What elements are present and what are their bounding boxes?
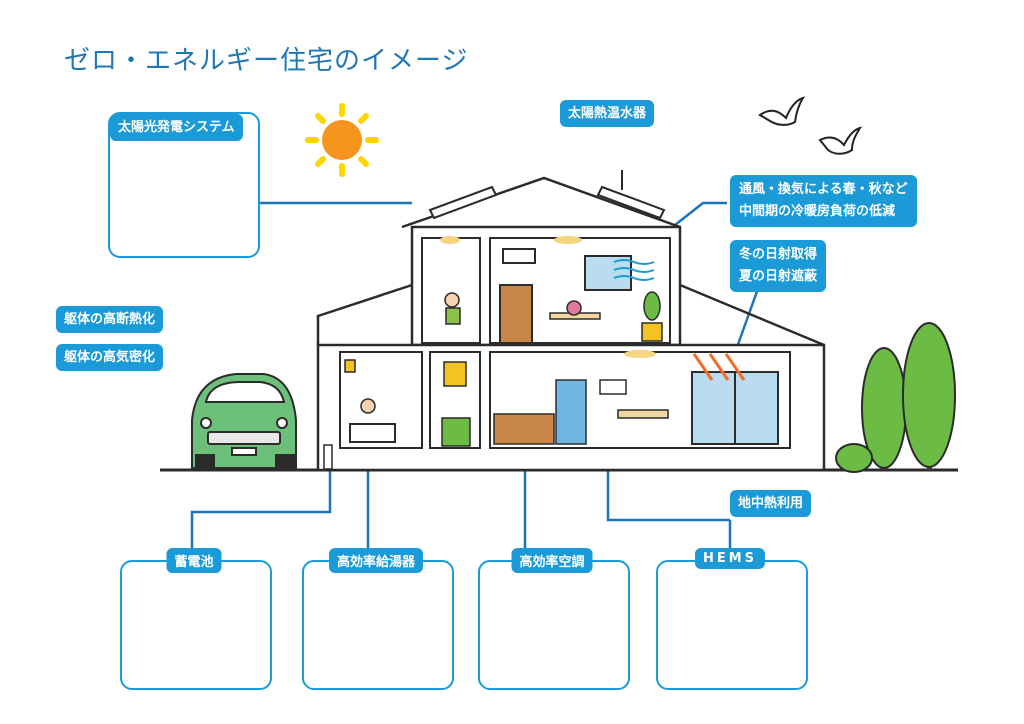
sunlight-label-line1: 冬の日射取得 — [739, 247, 818, 262]
ventilation-label: 通風・換気による春・秋など 中間期の冷暖房負荷の低減 — [730, 175, 917, 227]
bird-icon — [758, 96, 863, 155]
solar-panel-roof — [428, 170, 666, 220]
sunlight-label-line2: 夏の日射遮蔽 — [739, 269, 818, 284]
solar-water-heater-label: 太陽熱温水器 — [560, 100, 655, 127]
storage-battery-label: 蓄電池 — [166, 548, 222, 573]
upper-window — [584, 255, 632, 291]
ventilation-label-line1: 通風・換気による春・秋など — [739, 182, 908, 197]
indoor-ac — [502, 248, 536, 264]
sunlight-label: 冬の日射取得 夏の日射遮蔽 — [730, 240, 827, 292]
air-conditioner-frame — [478, 560, 630, 690]
sunlight-arrows — [692, 353, 746, 381]
sun-icon — [305, 103, 379, 177]
page-title: ゼロ・エネルギー住宅のイメージ — [64, 46, 469, 76]
insulation-label: 躯体の高断熱化 — [56, 306, 164, 333]
car-icon — [191, 373, 297, 470]
hems-frame — [656, 560, 808, 690]
ventilation-label-line2: 中間期の冷暖房負荷の低減 — [739, 204, 896, 219]
hems-label: HEMS — [694, 548, 766, 569]
storage-battery-frame — [120, 560, 272, 690]
plant-icon — [641, 291, 663, 342]
solar-pv-label: 太陽光発電システム — [110, 114, 243, 141]
water-heater-frame — [302, 560, 454, 690]
airtightness-label: 躯体の高気密化 — [56, 344, 164, 371]
room-toilet — [421, 237, 481, 344]
air-conditioner-label: 高効率空調 — [511, 548, 593, 573]
water-heater-label: 高効率給湯器 — [328, 548, 424, 573]
geothermal-label: 地中熱利用 — [730, 490, 812, 517]
tree-icon — [835, 322, 956, 473]
door — [499, 284, 533, 344]
